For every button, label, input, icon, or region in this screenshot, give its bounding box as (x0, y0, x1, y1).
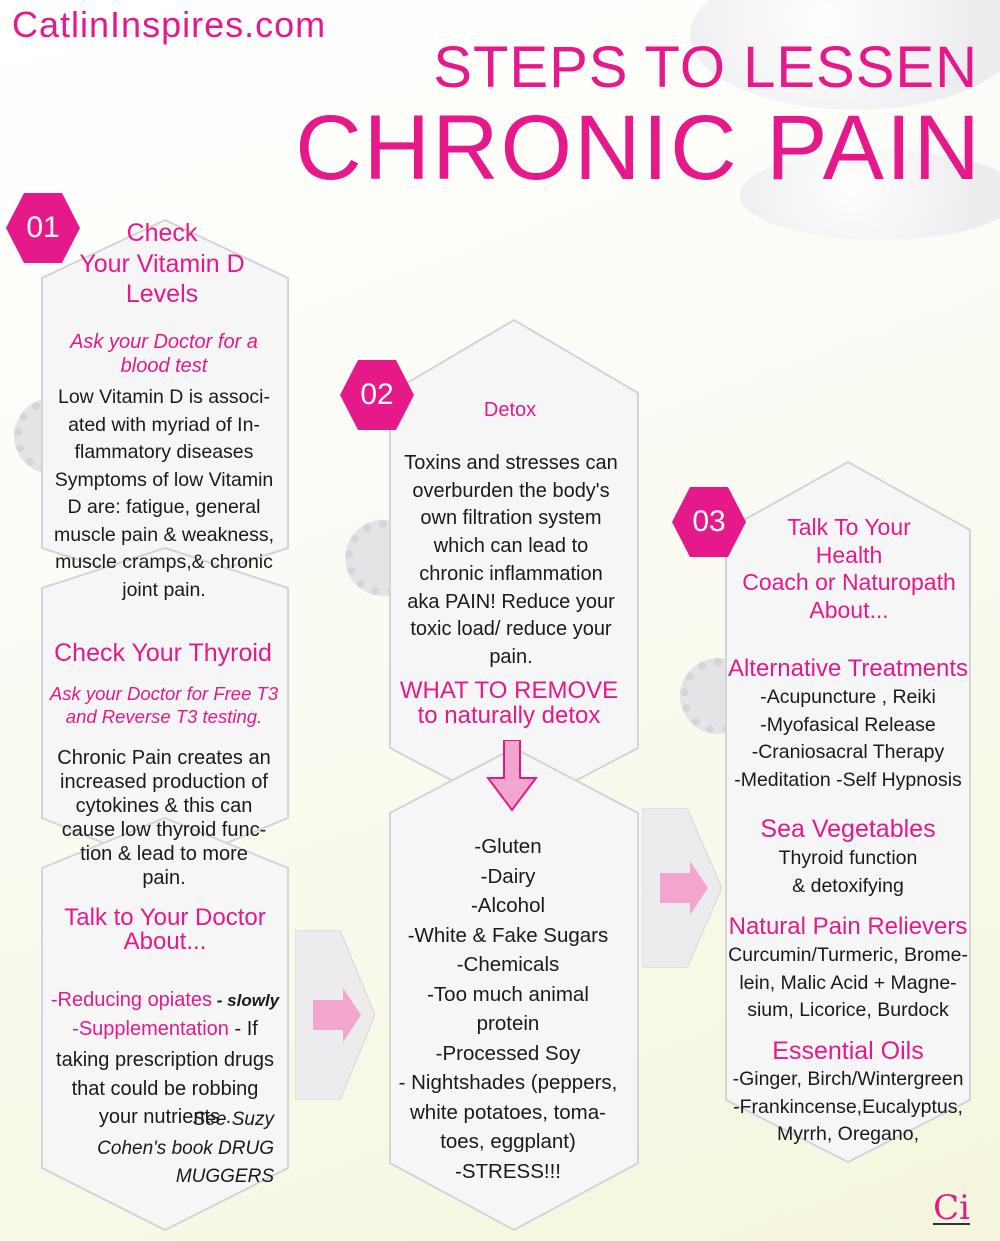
step2-panel (389, 318, 639, 1232)
step2-number: 02 (360, 378, 394, 411)
step2-heading: Detox (483, 399, 537, 421)
oils-heading: Essential Oils (772, 1037, 924, 1065)
natural-body: Curcumin/Turmeric, Brome- lein, Malic Ac… (728, 944, 968, 1021)
thyroid-ask: Ask your Doctor for Free T3 and Reverse … (49, 683, 279, 727)
step2-body: Toxins and stresses can overburden the b… (404, 452, 618, 668)
site-name: CatlinInspires.com (12, 4, 327, 45)
natural-heading: Natural Pain Relievers (728, 913, 968, 940)
slowly-label: - slowly (212, 991, 280, 1010)
arrow-right-icon (642, 808, 722, 968)
title-line-1: STEPS TO LESSEN (433, 35, 978, 100)
thyroid-body: Chronic Pain creates an increased produc… (57, 747, 271, 889)
step1-ask: Ask your Doctor for a blood test (70, 331, 258, 378)
sea-body: Thyroid function & detoxifying (778, 847, 918, 897)
rx-text: taking prescription drugs that could be … (56, 1049, 274, 1128)
step3-number: 03 (692, 505, 726, 538)
alt-list: -Acupuncture , Reiki -Myofasical Release… (734, 686, 962, 791)
step1-heading: Check Your Vitamin D Levels (79, 219, 245, 308)
step1-number: 01 (26, 211, 60, 244)
remove-heading: WHAT TO REMOVE to naturally detox (399, 677, 619, 729)
step1-badge: 01 (6, 193, 80, 263)
arrow-down-icon (486, 740, 538, 812)
supp-rest: - If (228, 1018, 258, 1040)
supp-line: -Supplementation - If (36, 1017, 294, 1041)
supp-label: -Supplementation (72, 1018, 229, 1040)
arrow-right-icon (295, 930, 375, 1100)
title-line-2: CHRONIC PAIN (295, 97, 982, 199)
cloud-decoration (740, 150, 1000, 240)
book-text: See Suzy Cohen's book DRUG MUGGERS (97, 1109, 274, 1187)
alt-heading: Alternative Treatments (727, 655, 969, 682)
talk-doctor-heading: Talk to Your Doctor About... (64, 904, 266, 955)
step1-panel (41, 218, 289, 1232)
thyroid-heading: Check Your Thyroid (54, 639, 272, 667)
step3-badge: 03 (672, 487, 746, 557)
detox-list: -Gluten -Dairy -Alcohol -White & Fake Su… (398, 835, 618, 1183)
step1-body: Low Vitamin D is associ- ated with myria… (53, 386, 275, 601)
step2-badge: 02 (340, 360, 414, 430)
step3-heading: Talk To Your Health Coach or Naturopath … (742, 514, 956, 623)
reduce-line: -Reducing opiates - slowly (36, 988, 294, 1012)
oils-body: -Ginger, Birch/Wintergreen -Frankincense… (732, 1068, 964, 1145)
sea-heading: Sea Vegetables (760, 815, 936, 843)
reduce-label: -Reducing opiates (50, 989, 213, 1011)
brand-logo: Ci (933, 1188, 970, 1228)
